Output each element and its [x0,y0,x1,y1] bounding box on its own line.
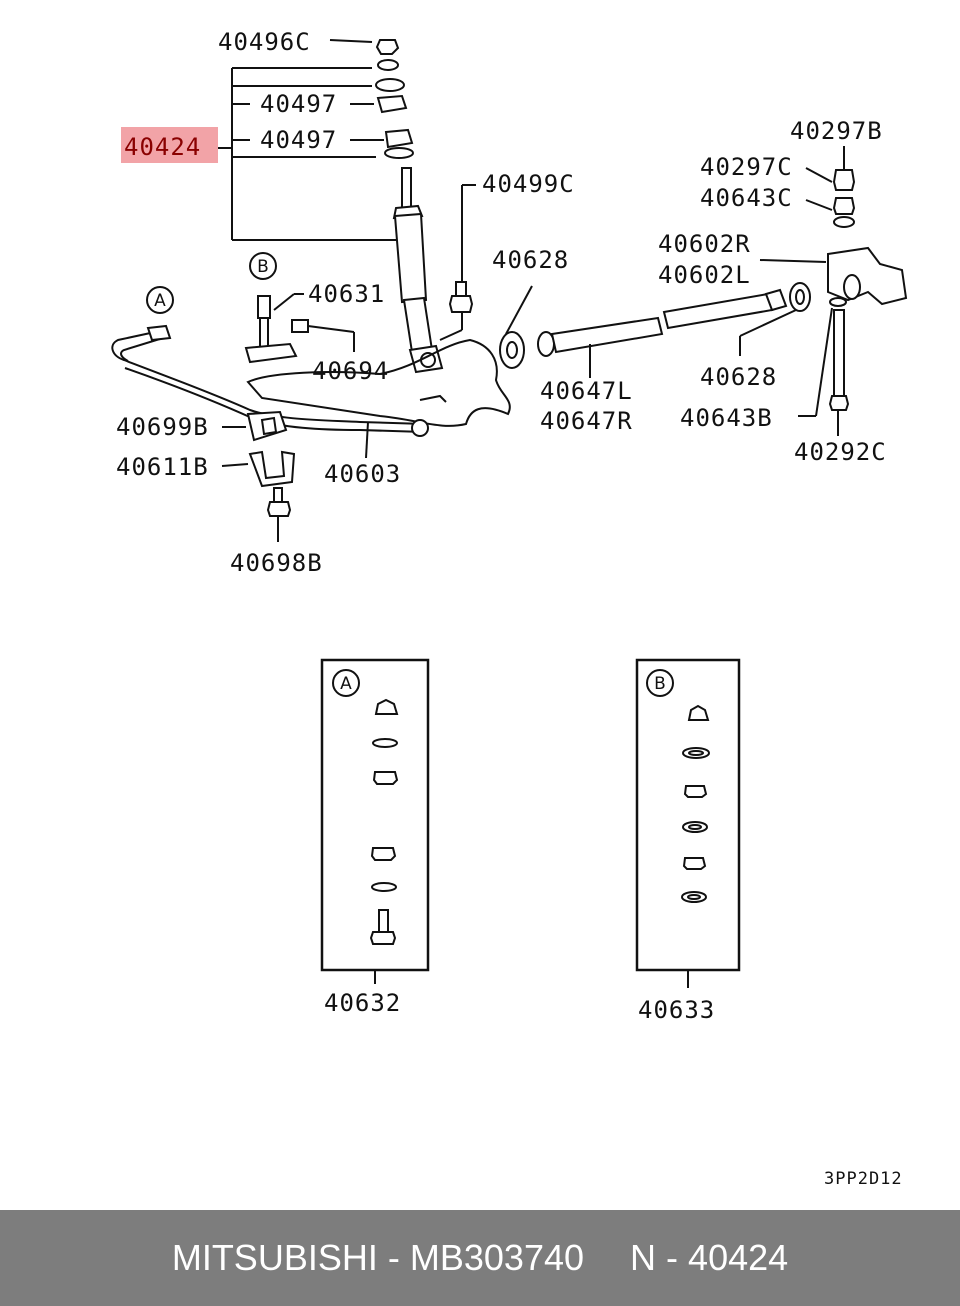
highlighted-part-label[interactable]: 40424 [121,127,218,163]
footer-brand: MITSUBISHI [171,1237,378,1278]
strut-rod [499,282,811,378]
label-40699B: 40699B [116,413,209,441]
label-40297C: 40297C [700,153,793,181]
label-40632: 40632 [324,989,401,1017]
body-panel [246,338,511,427]
footer-position-number: 40424 [688,1237,789,1278]
bracket-40631 [244,293,355,364]
label-40628-a: 40628 [492,246,569,274]
label-40633: 40633 [638,996,715,1024]
label-40631: 40631 [308,280,385,308]
footer-part-number: MB303740 [409,1237,585,1278]
label-40643C: 40643C [700,184,793,212]
label-40643B: 40643B [680,404,773,432]
label-40497-b: 40497 [260,126,337,154]
label-40292C: 40292C [794,438,887,466]
svg-text:40424: 40424 [124,133,201,161]
label-40628-b: 40628 [700,363,777,391]
label-40694: 40694 [312,357,389,385]
label-40611B: 40611B [116,453,209,481]
footer-bar: MITSUBISHI - MB303740 N - 40424 [0,1210,960,1306]
label-40602R: 40602R [658,230,751,258]
bracket-40602 [759,146,908,436]
label-40496C: 40496C [218,28,311,56]
svg-text:B: B [654,674,666,694]
svg-text:A: A [154,291,166,311]
label-40297B: 40297B [790,117,883,145]
callout-a-main: A [146,286,174,314]
shock-absorber [392,167,444,374]
shock-top-hardware [329,39,414,159]
label-40647L: 40647L [540,377,633,405]
label-40603: 40603 [324,460,401,488]
parts-diagram: 40424 [111,28,908,1189]
svg-text:B: B [257,257,269,277]
label-40647R: 40647R [540,407,633,435]
shock-kit-bracket [218,67,398,241]
label-40602L: 40602L [658,261,751,289]
footer-separator: - [387,1237,400,1278]
bushing-clamp-group [221,410,296,542]
label-40499C: 40499C [482,170,575,198]
reference-code: 3PP2D12 [824,1169,903,1189]
footer-position-code: N [630,1237,657,1278]
footer-separator-2: - [666,1237,679,1278]
bolt-40499C [439,184,476,341]
svg-text:A: A [340,674,352,694]
kit-box-b: B 40633 [635,658,741,1024]
kit-box-a: A 40632 [320,658,430,1017]
label-40497-a: 40497 [260,90,337,118]
callout-b-main: B [249,252,277,280]
label-40698B: 40698B [230,549,323,577]
